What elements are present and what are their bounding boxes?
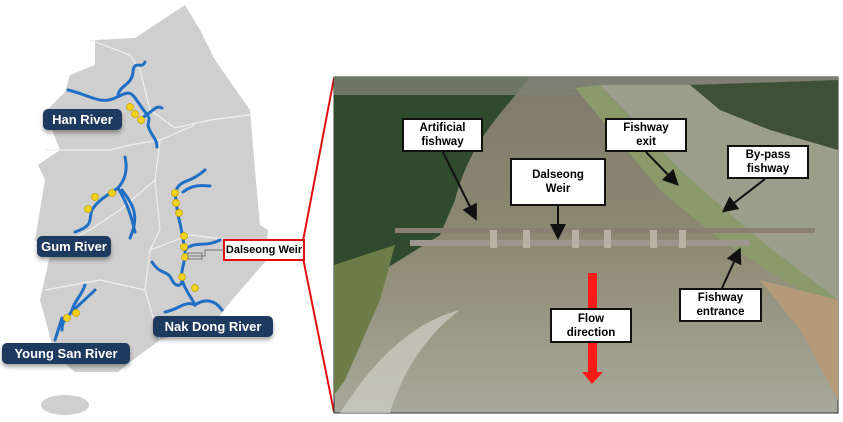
fishway-exit-annotation: Fishway exit — [605, 118, 687, 152]
annotation-line: Dalseong — [532, 169, 584, 181]
fishway-entrance-annotation: Fishway entrance — [679, 288, 762, 322]
annotation-line: direction — [566, 326, 616, 339]
zoom-line-top — [302, 77, 335, 242]
bypass-fishway-annotation: By-pass fishway — [727, 145, 809, 179]
annotation-line: entrance — [696, 306, 745, 318]
weir-dots — [63, 103, 199, 322]
dalseong-weir-map-label: Dalseong Weir — [223, 239, 305, 261]
artificial-fishway-annotation: Artificial fishway — [402, 118, 483, 152]
nak-dong-river-label: Nak Dong River — [153, 316, 273, 337]
annotation-line: Weir — [545, 183, 571, 195]
han-river-label: Han River — [43, 109, 122, 130]
annotation-line: Artificial — [419, 122, 466, 134]
zoom-line-bottom — [302, 257, 335, 413]
annotation-line: Fishway — [623, 122, 669, 134]
rivers — [53, 60, 224, 342]
annotation-line: fishway — [746, 163, 790, 175]
young-san-river-label: Young San River — [2, 343, 130, 364]
annotation-line: By-pass — [745, 149, 791, 161]
annotation-line: Flow — [577, 312, 605, 325]
annotation-line: fishway — [421, 136, 464, 148]
dalseong-weir-annotation: Dalseong Weir — [510, 158, 606, 206]
aerial-photo — [333, 76, 839, 414]
annotation-line: exit — [636, 136, 656, 148]
annotation-line: Fishway — [697, 292, 744, 304]
gum-river-label: Gum River — [37, 236, 111, 257]
jeju-island — [41, 395, 89, 415]
province-borders — [44, 39, 263, 341]
flow-direction-annotation: Flow direction — [550, 308, 632, 343]
annotation-arrows — [442, 151, 766, 289]
